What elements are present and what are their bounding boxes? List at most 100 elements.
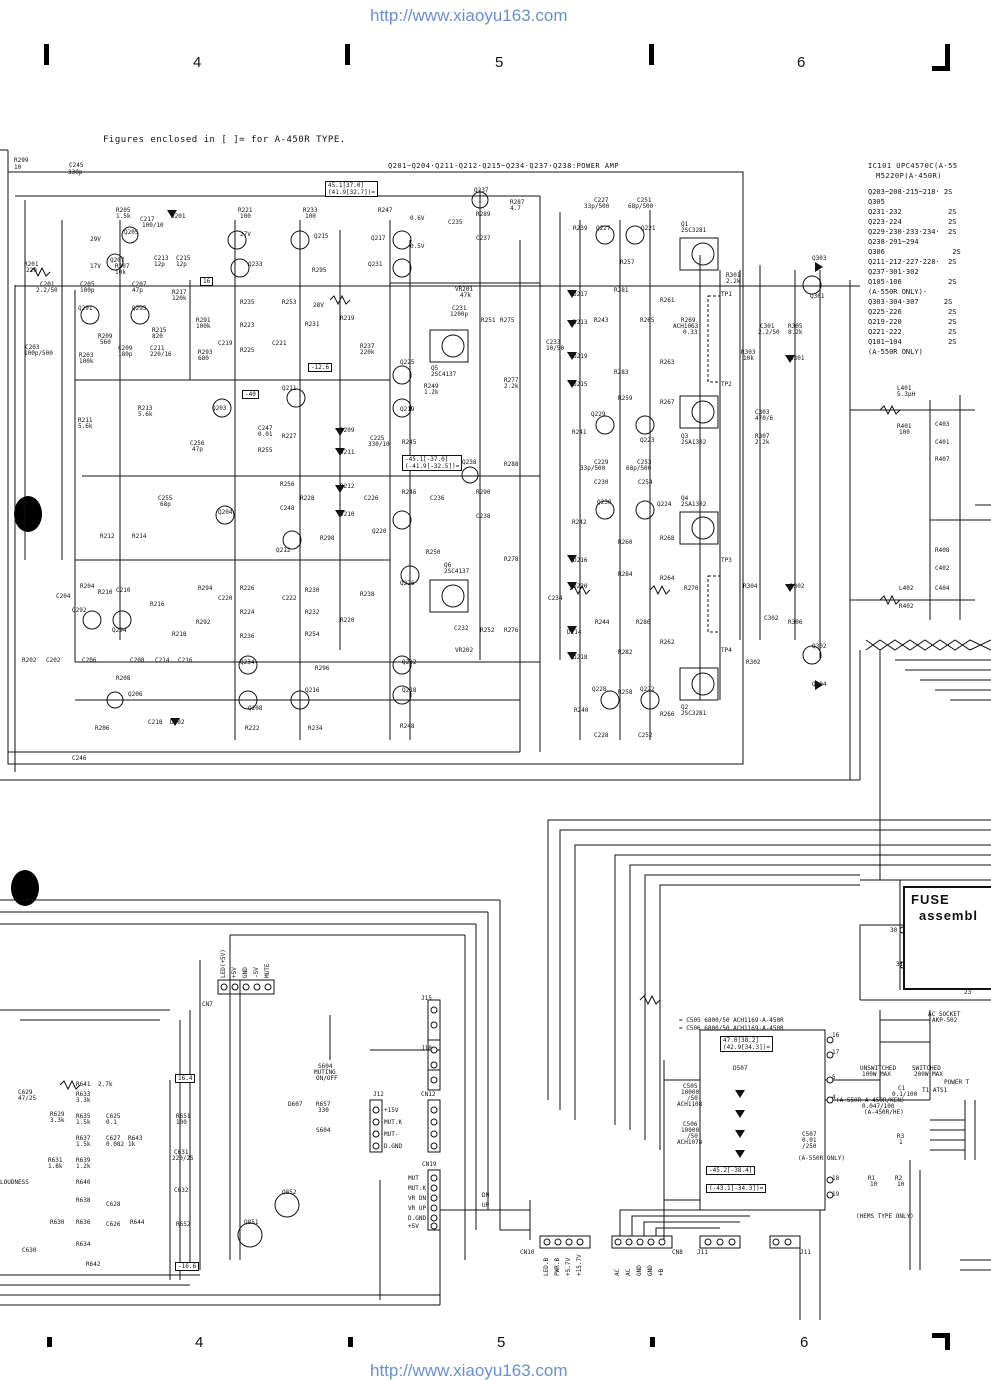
column-divider-mark xyxy=(47,1337,52,1347)
voltage-box: 45.1[37.0](41.9[32.7])= xyxy=(325,181,378,197)
component-label: C222 xyxy=(282,595,297,602)
component-label: S604 xyxy=(316,1127,331,1134)
component-label: R276 xyxy=(504,627,519,634)
component-label: UP xyxy=(482,1202,490,1209)
component-label: R637 xyxy=(76,1135,91,1142)
component-label: C225 xyxy=(370,435,385,442)
component-label: Q230 xyxy=(597,499,612,506)
component-label: Q220 xyxy=(372,528,387,535)
component-label: R211 xyxy=(78,417,93,424)
component-label: R1 xyxy=(868,1175,876,1182)
component-label: D216 xyxy=(573,557,588,564)
component-label: 18 xyxy=(832,1175,840,1182)
component-label: 1 xyxy=(899,1139,903,1146)
component-label: R235 xyxy=(240,299,255,306)
component-label: 4 xyxy=(832,1094,836,1101)
component-label: D210 xyxy=(340,511,355,518)
component-label: 12p xyxy=(176,261,187,268)
component-label: C205 xyxy=(80,281,95,288)
component-label: 220k xyxy=(360,349,375,356)
component-label: MUT.K xyxy=(384,1119,403,1126)
component-label: R239 xyxy=(573,225,588,232)
corner-mark xyxy=(932,66,950,71)
component-label: R264 xyxy=(660,575,675,582)
voltage-value: 47.0[38.2] xyxy=(723,1037,760,1044)
component-label: R231 xyxy=(305,321,320,328)
component-label: L402 xyxy=(899,585,914,592)
component-label: J11 xyxy=(800,1249,811,1256)
component-label: R209 xyxy=(98,333,113,340)
component-label: C221 xyxy=(272,340,287,347)
component-label: R642 xyxy=(86,1261,101,1268)
component-label: R304 xyxy=(743,583,758,590)
component-label: R206 xyxy=(95,725,110,732)
component-label: C230 xyxy=(594,479,609,486)
component-label: R249 xyxy=(424,383,439,390)
component-label: Q237 xyxy=(474,187,489,194)
component-label: J12 xyxy=(373,1091,384,1098)
component-label: 30 xyxy=(890,927,898,934)
connector-pin-label: MUTE xyxy=(264,963,271,978)
component-label: 10000 xyxy=(681,1089,700,1096)
component-label: R293 xyxy=(198,349,213,356)
transistor-type-list: Q203~208·215~218· 2S Q305 Q231·232 2S Q2… xyxy=(868,188,961,356)
component-label: 47p xyxy=(192,446,203,453)
component-label: R258 xyxy=(618,689,633,696)
component-label: 100/10 xyxy=(142,222,164,229)
component-label: = C505 6800/50 ACH1169·A-450R xyxy=(679,1017,784,1024)
component-label: 0.082 xyxy=(106,1141,125,1148)
component-label: /50 xyxy=(687,1133,698,1140)
component-label: R302 xyxy=(746,659,761,666)
component-label: R220 xyxy=(340,617,355,624)
component-label: R299 xyxy=(14,157,29,164)
ref: Q2 xyxy=(681,704,689,711)
component-label: Q232 xyxy=(402,659,417,666)
voltage-box: -16.6 xyxy=(175,1262,200,1271)
component-label: 2.7k xyxy=(98,1081,113,1088)
component-label: (A-450R/HE) xyxy=(864,1109,904,1116)
component-label: R236 xyxy=(240,633,255,640)
component-label: C302 xyxy=(764,615,779,622)
component-label: Q203 xyxy=(212,405,227,412)
component-label: 1.5k xyxy=(116,213,131,220)
component-label: C303 xyxy=(755,409,770,416)
component-label: R243 xyxy=(594,317,609,324)
voltage-value: (-41.9[-32.5])= xyxy=(405,463,460,470)
component-label: D507 xyxy=(733,1065,748,1072)
component-label: C256 xyxy=(190,440,205,447)
component-label: R215 xyxy=(152,327,167,334)
component-label: C255 xyxy=(158,495,173,502)
component-label: R2 xyxy=(895,1175,903,1182)
j18-connector xyxy=(427,1039,441,1091)
component-label: R262 xyxy=(660,639,675,646)
corner-mark xyxy=(932,1333,950,1338)
component-label: 100p xyxy=(80,287,95,294)
component-label: 100k xyxy=(196,323,211,330)
component-label: C217 xyxy=(140,216,155,223)
cn8-connector xyxy=(611,1235,673,1249)
component-label: 10 xyxy=(897,1181,905,1188)
component-label: C632 xyxy=(174,1187,189,1194)
component-label: Q205 xyxy=(124,229,139,236)
component-label: R223 xyxy=(240,322,255,329)
component-label: R252 xyxy=(480,627,495,634)
watermark-url-top: http://www.xiaoyu163.com xyxy=(370,6,568,25)
voltage-box: -45.2[-38.4] xyxy=(706,1166,756,1175)
component-label: 23 xyxy=(964,989,972,996)
component-label: Q222 xyxy=(640,686,655,693)
component-label: POWER T xyxy=(944,1079,970,1086)
component-label: Q225 xyxy=(400,359,415,366)
component-label: (HEMS TYPE ONLY) xyxy=(856,1213,914,1220)
j11-connector-b xyxy=(769,1235,801,1249)
component-label: S604 xyxy=(318,1063,333,1070)
component-label: C229 xyxy=(594,459,609,466)
component-label: UNSWITCHED xyxy=(860,1065,897,1072)
component-label: R265 xyxy=(640,317,655,324)
corner-mark xyxy=(945,44,950,71)
component-label: R298 xyxy=(320,535,335,542)
component-label: R643 xyxy=(128,1135,143,1142)
component-label: R261 xyxy=(660,297,675,304)
component-label: Q228 xyxy=(592,686,607,693)
